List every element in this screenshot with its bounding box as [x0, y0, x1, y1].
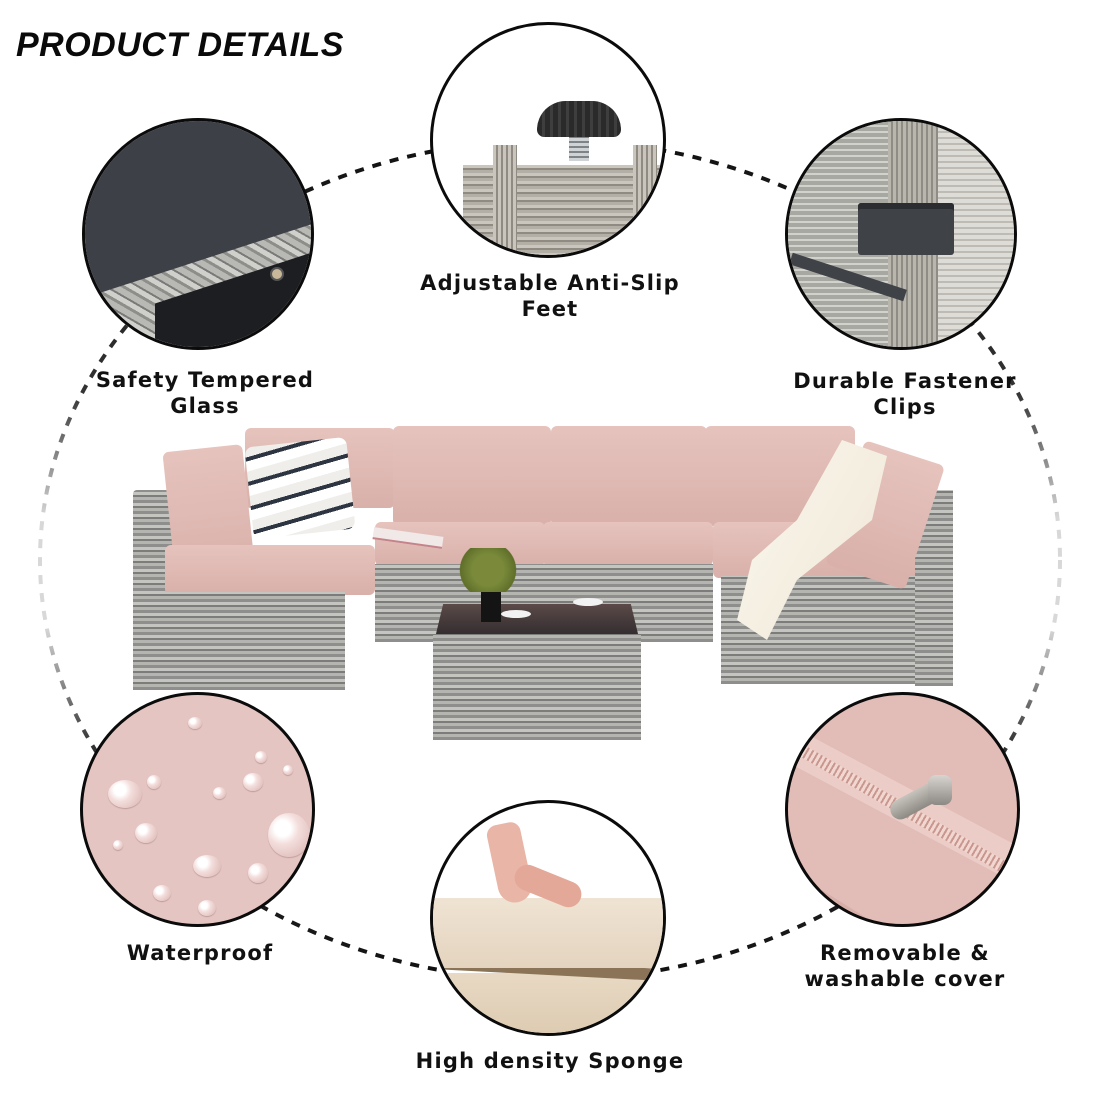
feature-image-high-density-sponge	[430, 800, 666, 1036]
page-title: PRODUCT DETAILS	[16, 26, 344, 64]
feature-image-anti-slip-feet	[430, 22, 666, 258]
feature-label-high-density-sponge: High density Sponge	[415, 1049, 685, 1073]
feature-image-removable-cover	[785, 692, 1020, 927]
feature-image-tempered-glass	[82, 118, 314, 350]
feature-image-fastener-clips	[785, 118, 1017, 350]
feature-image-waterproof	[80, 692, 315, 927]
product-image-sectional-sofa	[125, 420, 965, 750]
feature-label-removable-cover: Removable &washable cover	[804, 941, 1006, 991]
feature-label-waterproof: Waterproof	[126, 941, 274, 965]
